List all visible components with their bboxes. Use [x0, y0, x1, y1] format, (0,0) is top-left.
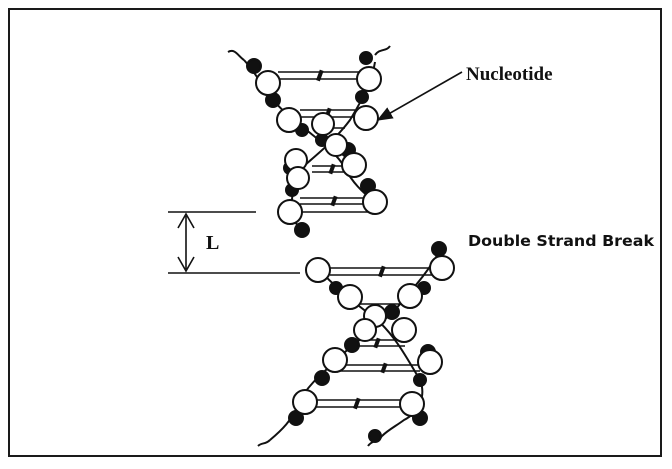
nucleotide-pointer-arrow	[376, 71, 463, 121]
figure-frame	[8, 8, 662, 457]
gap-arrow-up-icon	[177, 212, 195, 229]
lower-dna-fragment	[257, 241, 455, 447]
nucleotide-label: Nucleotide	[466, 64, 553, 85]
upper-dna-fragment	[227, 45, 391, 238]
lower-rung-breaks	[353, 265, 388, 410]
upper-nucleotides	[255, 66, 388, 225]
gap-dimension	[168, 211, 300, 274]
double-strand-break-label: Double Strand Break	[468, 232, 655, 250]
gap-length-label: L	[206, 232, 219, 254]
gap-arrow-down-icon	[177, 256, 195, 273]
lower-nucleotides	[292, 255, 455, 417]
